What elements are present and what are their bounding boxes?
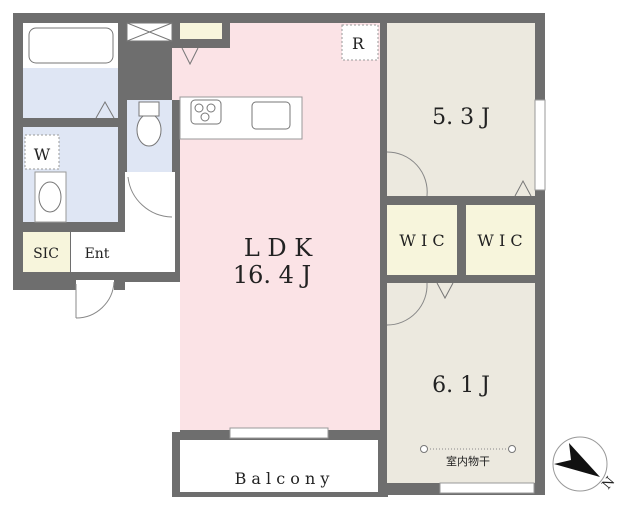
ldk-label: L D K [244, 234, 313, 262]
entrance [71, 232, 125, 272]
hallway [125, 172, 175, 272]
door-swing-icon [386, 151, 428, 197]
shoe-closet [23, 232, 70, 272]
bath-floor [23, 68, 118, 118]
entrance-label: Ent [85, 246, 110, 262]
balcony [180, 440, 378, 492]
toilet-tank-icon [138, 101, 160, 117]
door-swing-icon [386, 282, 428, 326]
sink-icon [38, 181, 62, 213]
sic-label: SIC [33, 246, 59, 262]
door-arrow-icon [514, 179, 532, 197]
toilet-icon [136, 113, 162, 147]
wic-1-label: W I C [399, 231, 444, 250]
burner-icon [200, 112, 210, 122]
door-arrow-icon [95, 100, 115, 119]
drying-hook-icon [420, 445, 428, 453]
bedroom-2-size: 6. 1 J [432, 373, 490, 398]
balcony-window [229, 427, 329, 439]
front-door-icon [75, 281, 115, 319]
washer-label: W [34, 145, 51, 164]
fridge-space [341, 24, 379, 61]
kitchen-sink-icon [251, 101, 291, 130]
ldk-room [172, 23, 380, 430]
stove-icon [190, 99, 222, 125]
drying-hook-icon [508, 445, 516, 453]
door-swing-icon [127, 176, 173, 218]
balcony-label: B a l c o n y [235, 469, 330, 488]
bedroom-1-size: 5. 3 J [432, 105, 490, 130]
burner-icon [206, 103, 216, 113]
burner-icon [194, 103, 204, 113]
door-arrow-icon [436, 282, 454, 300]
wic-2 [466, 205, 535, 275]
north-compass-icon: N [552, 436, 618, 493]
front-door-opening [76, 280, 114, 290]
ldk-size: 16. 4 J [233, 261, 311, 289]
storage-x-icon [126, 22, 173, 42]
closet [180, 23, 222, 39]
door-arrow-icon [181, 47, 199, 66]
wic-2-label: W I C [477, 231, 522, 250]
window [439, 482, 535, 494]
bedroom-1 [387, 23, 535, 196]
wic-1 [387, 205, 457, 275]
drying-rack-label: 室内物干 [446, 454, 490, 468]
window [534, 99, 546, 191]
fridge-label: R [352, 34, 365, 53]
bathtub-icon [28, 27, 114, 64]
washer-space [24, 134, 60, 170]
